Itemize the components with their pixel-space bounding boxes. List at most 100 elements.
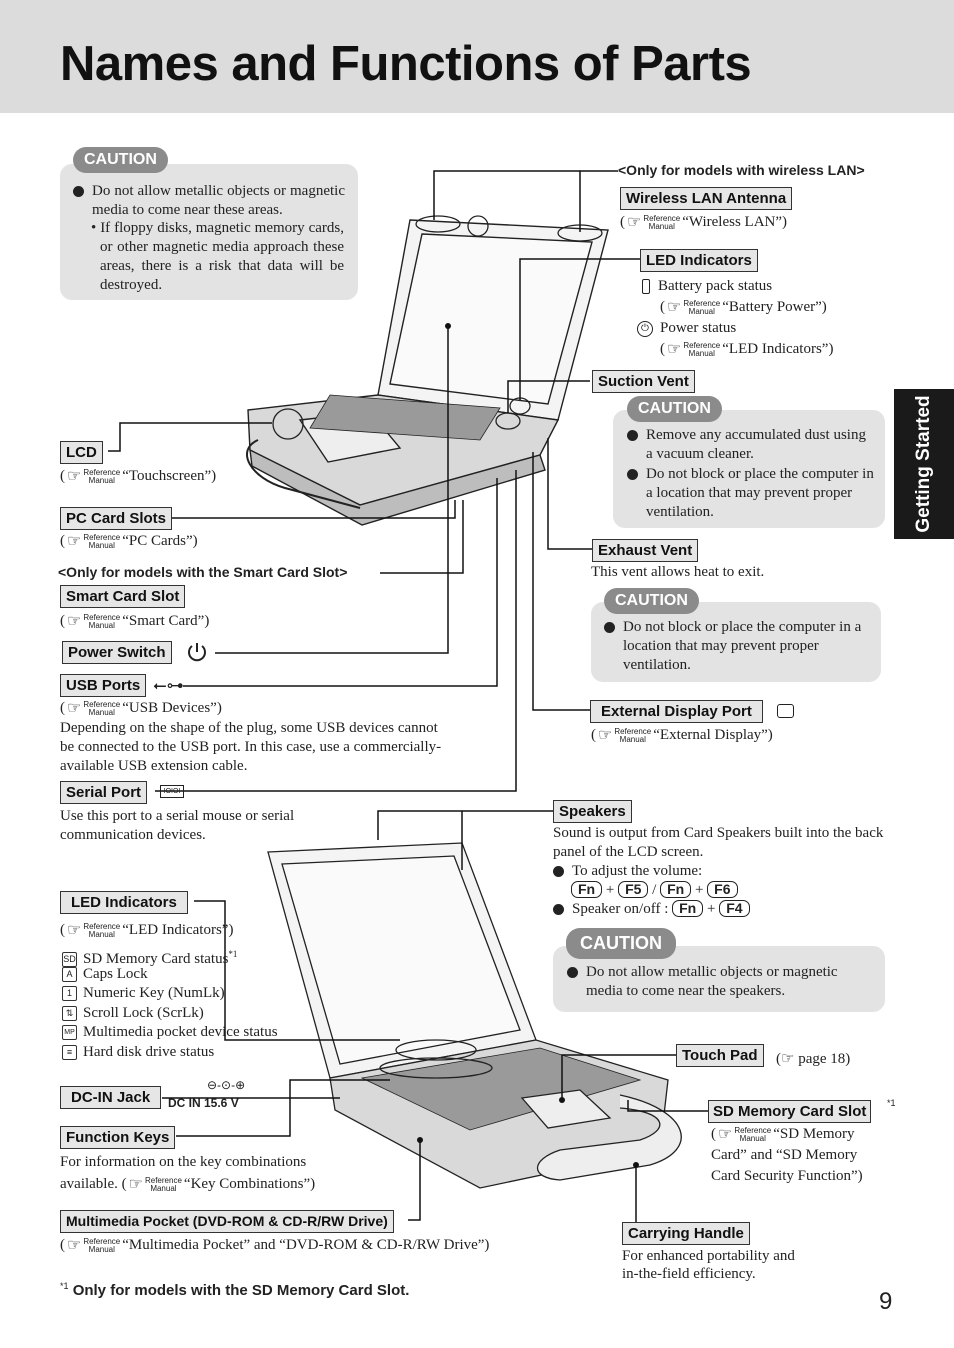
battery-status: Battery pack status	[642, 277, 772, 296]
multimedia-pocket-icon: MP	[62, 1025, 77, 1041]
serial-desc: Use this port to a serial mouse or seria…	[60, 808, 295, 843]
page-number: 9	[879, 1288, 893, 1315]
caution-badge: CAUTION	[73, 147, 168, 173]
power-symbol-icon	[188, 643, 206, 662]
power-switch-label: Power Switch	[62, 641, 172, 664]
usb-icon: ⭠⊶	[153, 676, 184, 695]
bullet-icon	[553, 866, 564, 877]
volume-keys: Fn + F5 / Fn + F6	[571, 881, 738, 900]
smart-card-note: <Only for models with the Smart Card Slo…	[58, 564, 348, 580]
led-indicators-label: LED Indicators	[640, 249, 758, 272]
sd-memory-card-slot-label: SD Memory Card Slot	[708, 1100, 872, 1123]
monitor-icon	[777, 704, 794, 718]
usb-desc: Depending on the shape of the plug, some…	[60, 720, 442, 774]
key-f4: F4	[719, 900, 750, 917]
speakers-volume: To adjust the volume:	[553, 862, 853, 881]
sd-slot-footnote-mark: *1	[887, 1098, 896, 1108]
handle-desc2: in-the-field efficiency.	[622, 1266, 756, 1282]
side-tab-label: Getting Started	[913, 395, 934, 533]
suction-vent-label: Suction Vent	[592, 370, 695, 393]
page-header: Names and Functions of Parts	[0, 0, 954, 113]
serial-port-icon: IOIOI	[160, 785, 184, 798]
dc-in-rating: DC IN 15.6 V	[168, 1096, 239, 1110]
speakers-caution-bullet: Do not allow metallic objects or magneti…	[567, 963, 875, 1001]
exhaust-desc: This vent allows heat to exit.	[591, 564, 765, 580]
exhaust-vent-label: Exhaust Vent	[592, 539, 699, 562]
function-keys-desc1: For information on the key combinations	[60, 1154, 307, 1170]
touch-pad-ref: (☞ page 18)	[776, 1051, 851, 1067]
pointing-hand-icon: ☞	[67, 921, 82, 939]
scroll-lock-icon: ⇅	[62, 1005, 77, 1021]
caution-badge: CAUTION	[566, 928, 676, 959]
usb-ports-label: USB Ports	[60, 674, 147, 697]
side-tab: Getting Started	[894, 389, 954, 539]
page-title: Names and Functions of Parts	[60, 37, 752, 91]
pointing-hand-icon: ☞	[67, 699, 82, 717]
speakers-onoff: Speaker on/off : Fn + F4	[553, 900, 853, 919]
handle-desc1: For enhanced portability and	[622, 1248, 795, 1264]
caps-lock-icon: A	[62, 966, 77, 982]
key-fn: Fn	[571, 881, 603, 898]
caution-bullet: Do not allow metallic objects or magneti…	[73, 182, 345, 220]
pointing-hand-icon: ☞	[781, 1051, 795, 1067]
bullet-icon	[627, 430, 638, 441]
key-fn: Fn	[660, 881, 692, 898]
power-status: ⏻Power status	[637, 319, 736, 338]
footnote: *1 Only for models with the SD Memory Ca…	[60, 1281, 410, 1299]
caution-box-magnetic	[60, 164, 358, 300]
bullet-icon	[627, 469, 638, 480]
bullet-icon	[604, 622, 615, 633]
touch-pad-label: Touch Pad	[676, 1044, 764, 1067]
speakers-label: Speakers	[553, 800, 632, 823]
pointing-hand-icon: ☞	[128, 1175, 143, 1193]
suction-bullet-2: Do not block or place the computer in a …	[627, 465, 875, 522]
hard-disk-icon: ≡	[62, 1044, 77, 1060]
pointing-hand-icon: ☞	[718, 1125, 733, 1143]
bullet-icon	[567, 967, 578, 978]
bullet-icon	[73, 186, 84, 197]
speakers-desc: Sound is output from Card Speakers built…	[553, 825, 884, 860]
bullet-icon	[553, 904, 564, 915]
caution-sub: • If floppy disks, magnetic memory cards…	[91, 220, 344, 293]
power-icon: ⏻	[637, 320, 653, 337]
pointing-hand-icon: ☞	[67, 532, 82, 550]
wireless-lan-antenna-label: Wireless LAN Antenna	[620, 187, 793, 210]
sd-slot-ref2: Card” and “SD Memory	[711, 1147, 858, 1163]
led-item-hdd: ≡Hard disk drive status	[62, 1043, 214, 1063]
pointing-hand-icon: ☞	[667, 298, 682, 316]
lcd-label: LCD	[60, 441, 103, 464]
pointing-hand-icon: ☞	[67, 467, 82, 485]
caution-box-exhaust	[591, 602, 881, 682]
wireless-note: <Only for models with wireless LAN>	[618, 162, 865, 178]
sd-slot-ref3: Card Security Function”)	[711, 1168, 863, 1184]
exhaust-bullet: Do not block or place the computer in a …	[604, 618, 872, 675]
pc-card-slots-label: PC Card Slots	[60, 507, 173, 530]
pointing-hand-icon: ☞	[598, 726, 613, 744]
dc-polarity-icon: ⊖-⊙-⊕	[207, 1078, 246, 1092]
pointing-hand-icon: ☞	[667, 340, 682, 358]
suction-bullet-1: Remove any accumulated dust using a vacu…	[627, 426, 875, 464]
caution-badge: CAUTION	[604, 588, 699, 614]
